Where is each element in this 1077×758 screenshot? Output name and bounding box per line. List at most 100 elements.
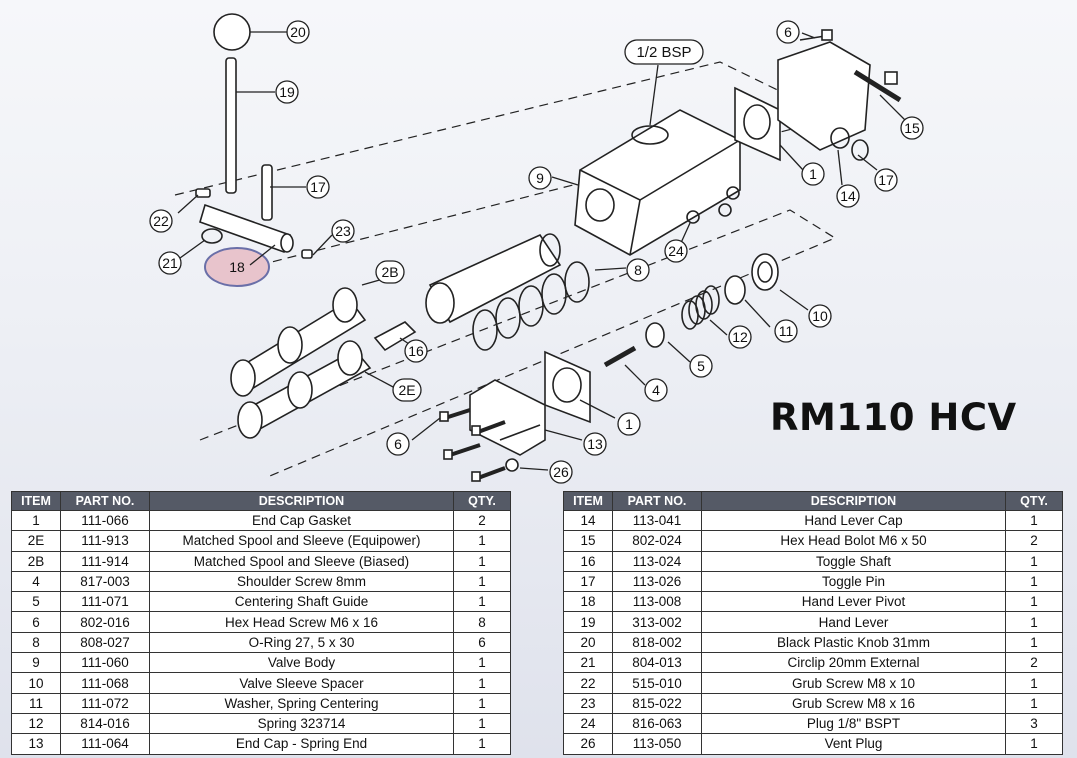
guide-5 — [645, 322, 665, 348]
cell-item: 14 — [563, 509, 613, 532]
cell-qty: 2 — [453, 509, 511, 532]
cell-qty: 1 — [453, 672, 511, 694]
cell-description: Valve Sleeve Spacer — [149, 672, 454, 694]
callout-20: 20 — [290, 24, 306, 40]
spacer-10 — [751, 253, 779, 291]
spring-12 — [681, 285, 720, 330]
cell-description: Plug 1/8" BSPT — [701, 712, 1006, 735]
header-qty: QTY. — [1005, 491, 1063, 511]
callout-6-top: 6 — [784, 24, 792, 40]
cell-qty: 3 — [1005, 712, 1063, 735]
cell-item: 19 — [563, 611, 613, 633]
end-cap-13 — [469, 379, 546, 456]
cell-description: Matched Spool and Sleeve (Equipower) — [149, 530, 454, 552]
cell-part-no: 802-024 — [612, 530, 702, 552]
cell-description: Valve Body — [149, 652, 454, 674]
callout-16: 16 — [408, 343, 424, 359]
callout-23: 23 — [335, 223, 351, 239]
cell-description: Toggle Pin — [701, 570, 1006, 593]
cell-part-no: 113-041 — [612, 509, 702, 532]
grub-screw-22 — [195, 188, 211, 198]
cell-description: Hand Lever Pivot — [701, 591, 1006, 613]
cell-item: 2B — [11, 550, 61, 572]
cell-qty: 1 — [1005, 591, 1063, 613]
cell-part-no: 111-064 — [60, 733, 150, 755]
cell-item: 20 — [563, 631, 613, 654]
header-description: DESCRIPTION — [149, 491, 454, 511]
callout-2e-box — [392, 378, 422, 402]
cell-description: Washer, Spring Centering — [149, 692, 454, 714]
cell-qty: 1 — [453, 712, 511, 735]
callout-11: 11 — [779, 323, 794, 339]
knob-20 — [213, 13, 251, 51]
cell-description: Hex Head Screw M6 x 16 — [149, 611, 454, 633]
cell-qty: 1 — [453, 530, 511, 552]
gasket-1-bottom — [544, 350, 591, 424]
callout-12: 12 — [732, 329, 748, 345]
cell-part-no: 802-016 — [60, 611, 150, 633]
header-part-no: PART NO. — [60, 491, 150, 511]
cell-description: Grub Screw M8 x 10 — [701, 672, 1006, 694]
cell-qty: 1 — [453, 692, 511, 714]
cell-item: 5 — [11, 591, 61, 613]
oring-17b — [851, 139, 869, 161]
cell-qty: 1 — [1005, 631, 1063, 654]
callout-26: 26 — [553, 464, 569, 480]
callout-1-bottom: 1 — [625, 416, 633, 432]
cell-item: 13 — [11, 733, 61, 755]
toggle-pin-17 — [261, 164, 273, 221]
cell-description: Toggle Shaft — [701, 550, 1006, 572]
cell-part-no: 804-013 — [612, 652, 702, 674]
cell-part-no: 113-026 — [612, 570, 702, 593]
cell-description: Centering Shaft Guide — [149, 591, 454, 613]
cell-qty: 1 — [1005, 692, 1063, 714]
cell-part-no: 111-060 — [60, 652, 150, 674]
callout-14: 14 — [840, 188, 856, 204]
cell-description: Circlip 20mm External — [701, 652, 1006, 674]
toggle-shaft-16 — [373, 321, 417, 352]
cell-item: 21 — [563, 652, 613, 674]
cell-part-no: 111-066 — [60, 509, 150, 532]
cell-qty: 1 — [453, 733, 511, 755]
cell-part-no: 111-914 — [60, 550, 150, 572]
cell-part-no: 113-050 — [612, 733, 702, 755]
cell-item: 10 — [11, 672, 61, 694]
cell-part-no: 111-068 — [60, 672, 150, 694]
cell-item: 26 — [563, 733, 613, 755]
cell-qty: 2 — [1005, 652, 1063, 674]
table-header-row: ITEM PART NO. DESCRIPTION QTY. — [563, 491, 1063, 511]
cell-part-no: 814-016 — [60, 712, 150, 735]
header-item: ITEM — [563, 491, 613, 511]
shoulder-screw-4 — [603, 345, 637, 368]
cell-part-no: 815-022 — [612, 692, 702, 714]
callout-24: 24 — [668, 243, 684, 259]
cell-description: O-Ring 27, 5 x 30 — [149, 631, 454, 654]
cell-qty: 1 — [453, 570, 511, 593]
cell-item: 17 — [563, 570, 613, 593]
callout-4: 4 — [652, 382, 660, 398]
cell-description: Black Plastic Knob 31mm — [701, 631, 1006, 654]
cell-description: Vent Plug — [701, 733, 1006, 755]
cell-item: 8 — [11, 631, 61, 654]
gasket-1-top — [734, 86, 781, 162]
cell-description: End Cap - Spring End — [149, 733, 454, 755]
cell-item: 15 — [563, 530, 613, 552]
cell-description: Matched Spool and Sleeve (Biased) — [149, 550, 454, 572]
callout-13: 13 — [587, 436, 603, 452]
callout-1-top: 1 — [809, 166, 817, 182]
